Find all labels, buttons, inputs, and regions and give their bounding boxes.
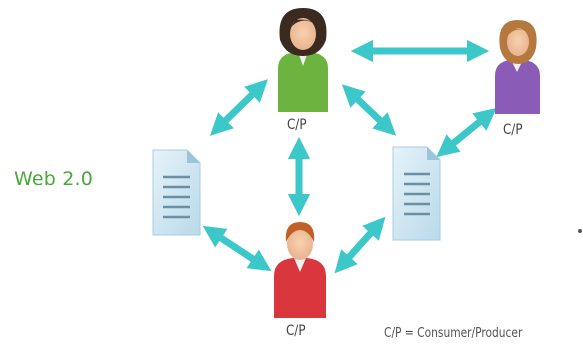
node-label-bottom: C/P bbox=[286, 323, 306, 339]
node-label-right: C/P bbox=[503, 122, 523, 138]
arrow-right-rightdoc bbox=[436, 107, 497, 158]
person-icon-right bbox=[495, 20, 540, 114]
document-icon-right bbox=[392, 146, 441, 241]
person-icon-bottom bbox=[274, 222, 326, 318]
diagram-title: Web 2.0 bbox=[14, 168, 94, 190]
document-icon-left bbox=[152, 149, 201, 236]
arrow-top-rightdoc bbox=[341, 84, 397, 136]
legend-text: C/P = Consumer/Producer bbox=[384, 326, 523, 341]
arrow-rightdoc-bottom bbox=[334, 216, 386, 274]
person-icon-top bbox=[278, 8, 328, 112]
node-label-top: C/P bbox=[287, 117, 307, 133]
bullet-dot bbox=[578, 229, 582, 233]
arrow-leftdoc-bottom bbox=[202, 225, 272, 272]
arrow-top-leftdoc bbox=[209, 79, 269, 136]
